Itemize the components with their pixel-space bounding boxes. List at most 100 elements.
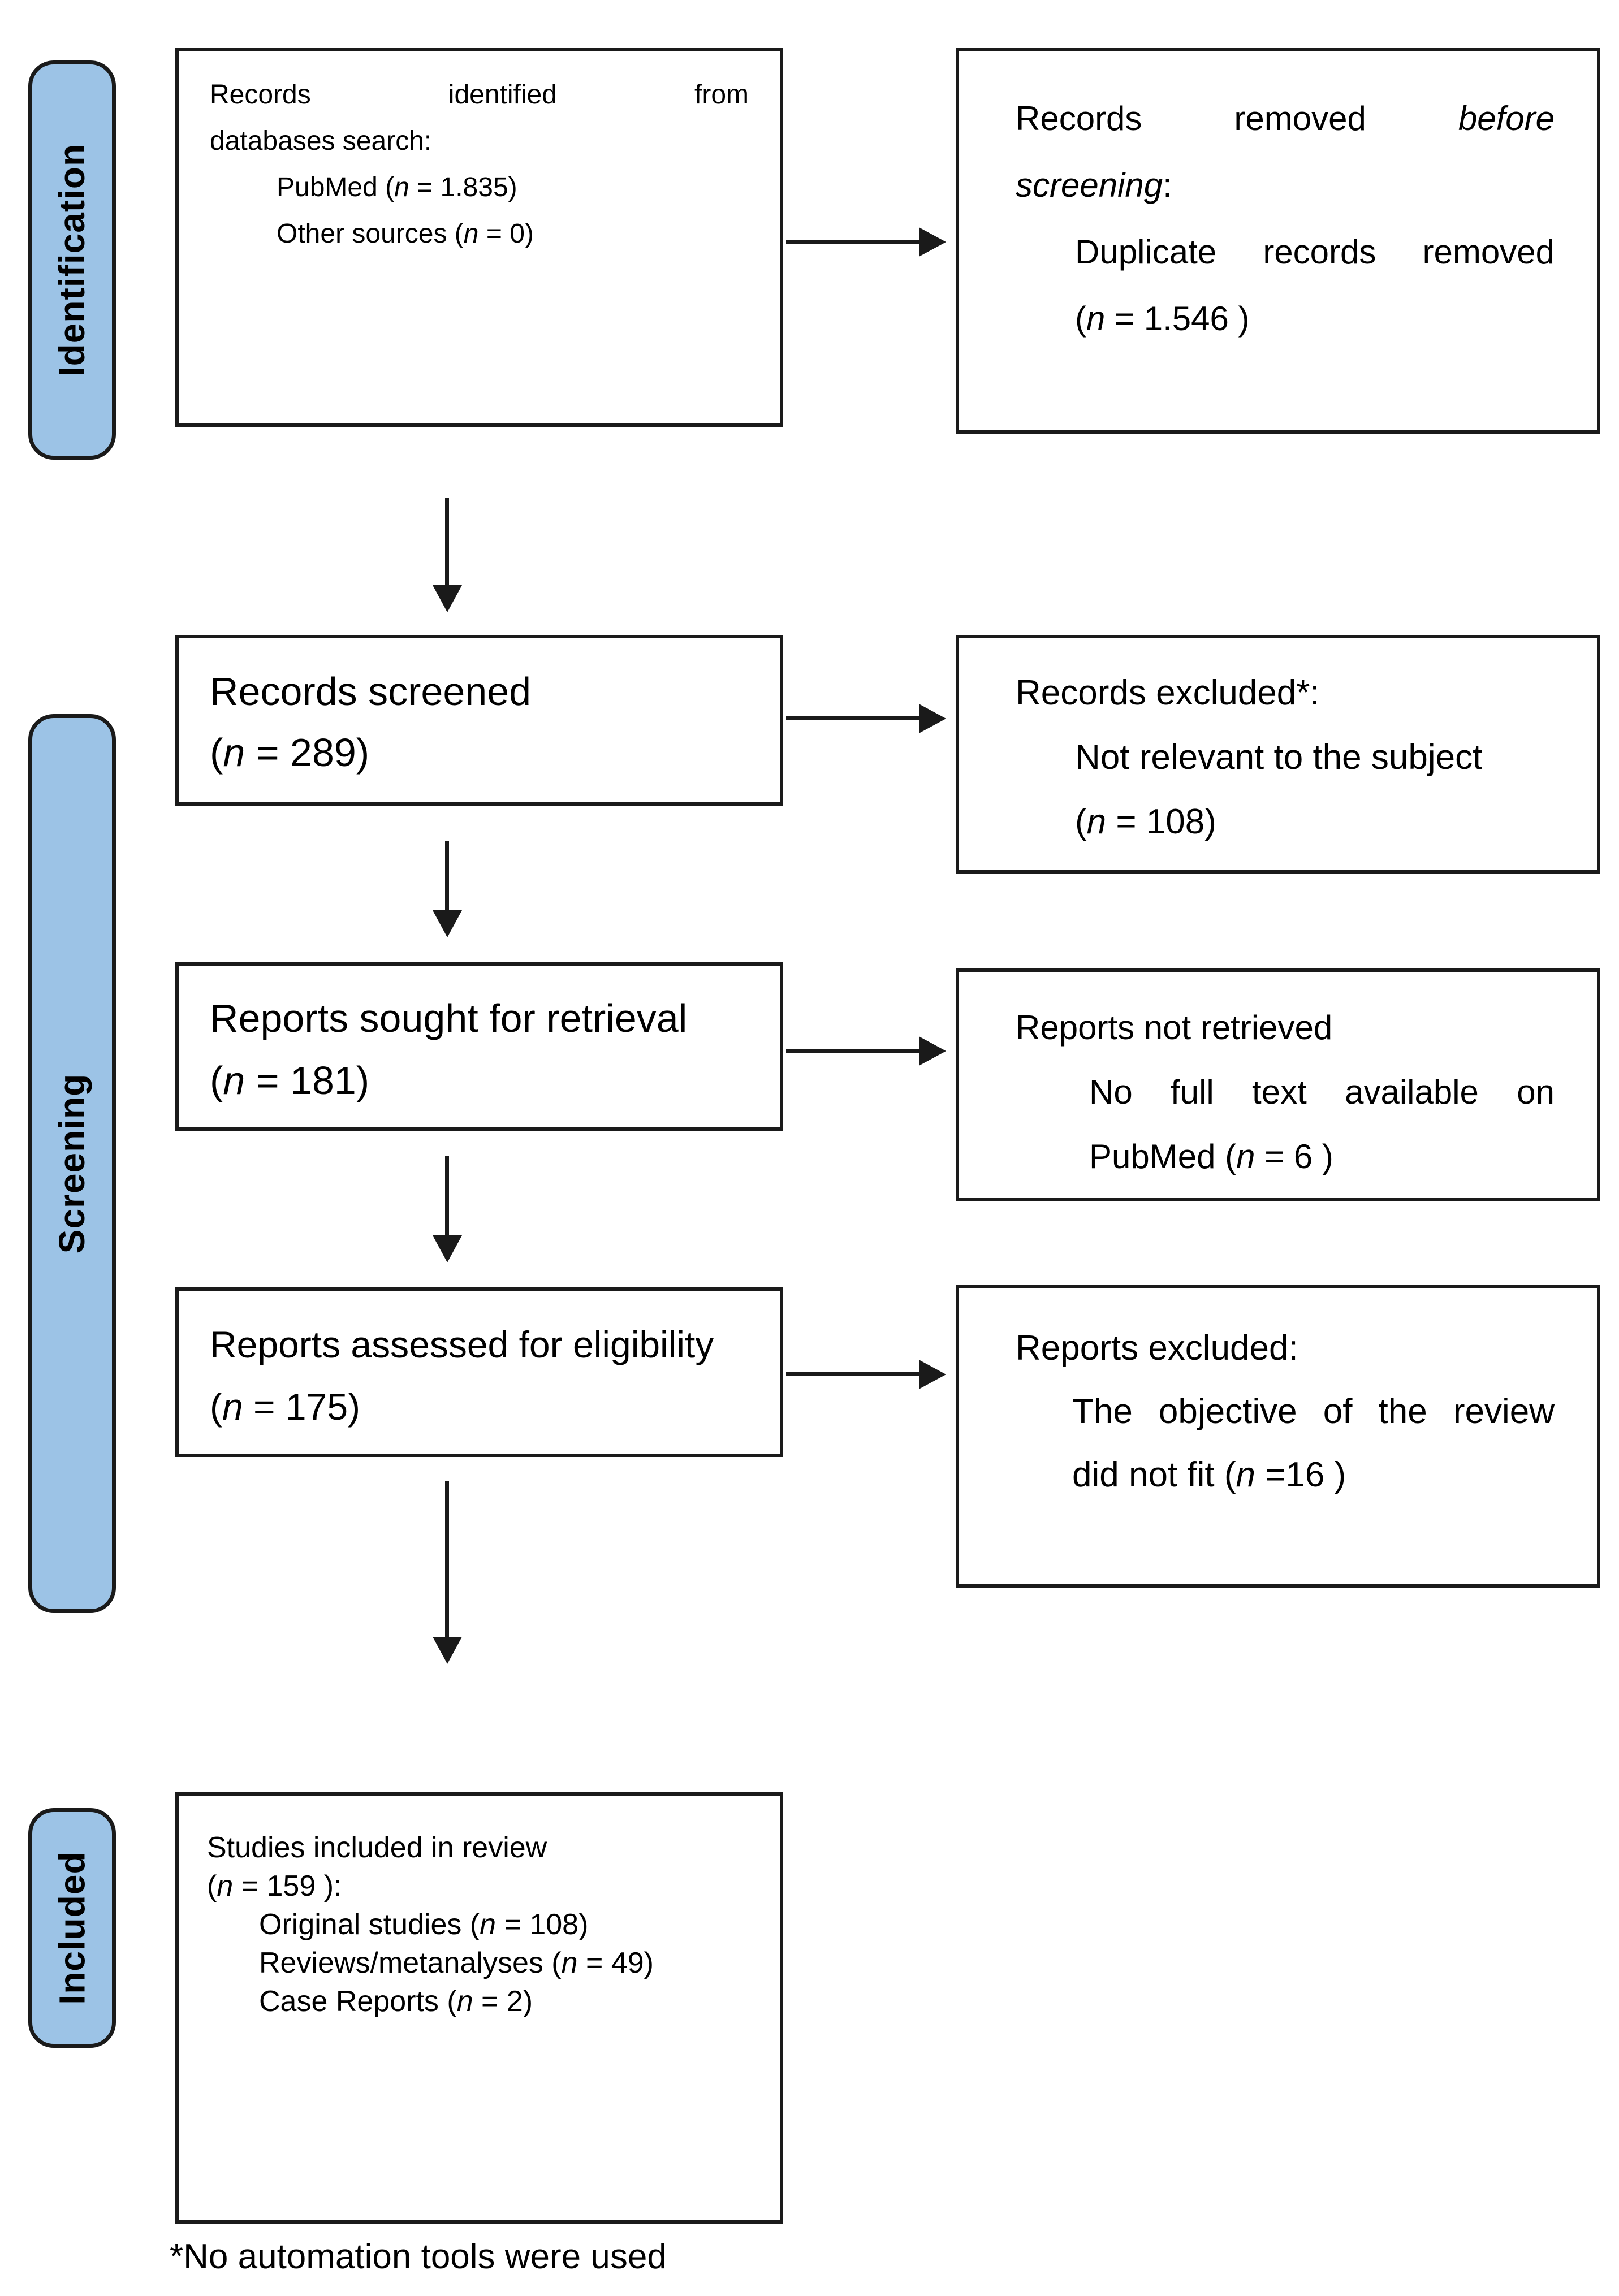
text-line: Original studies (n = 108) (207, 1905, 749, 1944)
text-segment: = 108) (1106, 802, 1216, 841)
text-segment: ( (207, 1870, 217, 1902)
n-symbol: n (463, 219, 479, 249)
arrow-stem (786, 716, 920, 720)
text-segment: = 49) (577, 1947, 654, 1979)
n-symbol: n (217, 1870, 234, 1902)
text-line: PubMed (n = 1.835) (210, 165, 749, 211)
text-line: databases search: (210, 118, 749, 165)
text-line: Duplicate records removed (1016, 219, 1555, 286)
n-symbol: n (1086, 300, 1106, 338)
n-symbol: n (456, 1985, 473, 2018)
box-reports-sought: Reports sought for retrieval (n = 181) (175, 962, 783, 1131)
text-segment: Records identified from (210, 80, 749, 110)
text-segment: = 175) (243, 1386, 361, 1428)
arrow-head (433, 910, 462, 937)
box-reports-excluded: Reports excluded: The objective of the r… (956, 1285, 1600, 1588)
text-line: (n = 289) (210, 722, 749, 783)
text-segment: Reports sought for retrieval (210, 996, 688, 1040)
text-line: Reports assessed for eligibility (210, 1313, 749, 1376)
box-records-identified: Records identified from databases search… (175, 48, 783, 427)
n-symbol: n (222, 1386, 243, 1428)
text-segment: = 0) (478, 219, 534, 249)
text-line: Records screened (210, 661, 749, 722)
arrow-head (919, 227, 946, 257)
box-reports-assessed: Reports assessed for eligibility (n = 17… (175, 1287, 783, 1457)
n-symbol: n (1236, 1455, 1255, 1494)
arrow-stem (445, 841, 449, 911)
text-segment: PubMed ( (277, 172, 395, 202)
text-segment: = 159 ): (233, 1870, 342, 1902)
arrow-head (433, 585, 462, 612)
stage-label: Identification (51, 143, 93, 377)
text-segment: Other sources ( (277, 219, 464, 249)
text-segment: : (1163, 166, 1172, 204)
stage-label: Screening (51, 1073, 93, 1254)
stage-included: Included (28, 1808, 116, 2048)
text-segment: Records screened (210, 669, 532, 714)
text-segment-italic: before (1458, 100, 1555, 137)
arrow-head (433, 1637, 462, 1664)
text-line: Reports sought for retrieval (210, 987, 749, 1049)
arrow-stem (786, 240, 920, 244)
text-line: Reports not retrieved (1016, 996, 1555, 1060)
text-line: Reviews/metanalyses (n = 49) (207, 1944, 749, 1982)
text-segment: ( (210, 1058, 223, 1102)
n-symbol: n (480, 1908, 497, 1941)
text-segment-italic: screening (1016, 166, 1163, 204)
text-line: Case Reports (n = 2) (207, 1982, 749, 2021)
text-line: PubMed (n = 6 ) (1016, 1125, 1555, 1189)
text-segment: Original studies ( (259, 1908, 480, 1941)
text-line: did not fit (n =16 ) (1016, 1443, 1555, 1507)
text-segment: Duplicate records removed (1075, 233, 1555, 271)
box-studies-included: Studies included in review (n = 159 ): O… (175, 1792, 783, 2224)
text-segment: ( (210, 1386, 222, 1428)
box-records-excluded: Records excluded*: Not relevant to the s… (956, 635, 1600, 874)
text-line: Records identified from (210, 72, 749, 118)
arrow-stem (445, 1156, 449, 1236)
arrow-head (919, 704, 946, 733)
n-symbol: n (561, 1947, 578, 1979)
text-segment: = 1.835) (409, 172, 517, 202)
box-reports-not-retrieved: Reports not retrieved No full text avail… (956, 968, 1600, 1201)
n-symbol: n (1236, 1138, 1255, 1175)
text-segment: = 1.546 ) (1105, 300, 1250, 338)
text-line: Studies included in review (207, 1828, 749, 1867)
text-line: (n = 159 ): (207, 1867, 749, 1905)
text-line: Records removed before (1016, 85, 1555, 152)
text-line: (n = 175) (210, 1376, 749, 1438)
arrow-stem (786, 1372, 920, 1376)
text-segment: The objective of the review (1072, 1392, 1555, 1431)
box-records-removed-before-screening: Records removed before screening: Duplic… (956, 48, 1600, 434)
text-segment: ( (210, 730, 223, 775)
text-segment: ( (1075, 300, 1086, 338)
text-line: (n = 1.546 ) (1016, 286, 1555, 352)
text-segment: = 2) (473, 1985, 533, 2018)
arrow-head (919, 1360, 946, 1389)
arrow-head (919, 1036, 946, 1066)
arrow-stem (445, 498, 449, 586)
text-segment: Reports assessed for eligibility (210, 1324, 714, 1365)
arrow-stem (786, 1049, 920, 1053)
footnote: *No automation tools were used (170, 2237, 667, 2276)
text-line: screening: (1016, 152, 1555, 219)
text-segment: ( (1075, 802, 1087, 841)
stage-identification: Identification (28, 60, 116, 460)
text-segment: = 6 ) (1255, 1138, 1333, 1175)
stage-label: Included (51, 1851, 93, 2005)
text-line: Not relevant to the subject (1016, 725, 1555, 790)
box-records-screened: Records screened (n = 289) (175, 635, 783, 806)
text-line: Reports excluded: (1016, 1317, 1555, 1380)
text-segment: Records excluded*: (1016, 673, 1320, 712)
text-line: No full text available on (1016, 1060, 1555, 1125)
text-segment: =16 ) (1255, 1455, 1346, 1494)
text-segment: Reports excluded: (1016, 1329, 1298, 1368)
text-segment: did not fit ( (1072, 1455, 1236, 1494)
arrow-stem (445, 1481, 449, 1638)
text-segment: databases search: (210, 126, 432, 156)
text-segment: No full text available on (1089, 1073, 1555, 1111)
text-segment: Studies included in review (207, 1831, 547, 1864)
text-segment: = 289) (245, 730, 370, 775)
text-line: Other sources (n = 0) (210, 211, 749, 257)
text-segment: = 108) (496, 1908, 589, 1941)
